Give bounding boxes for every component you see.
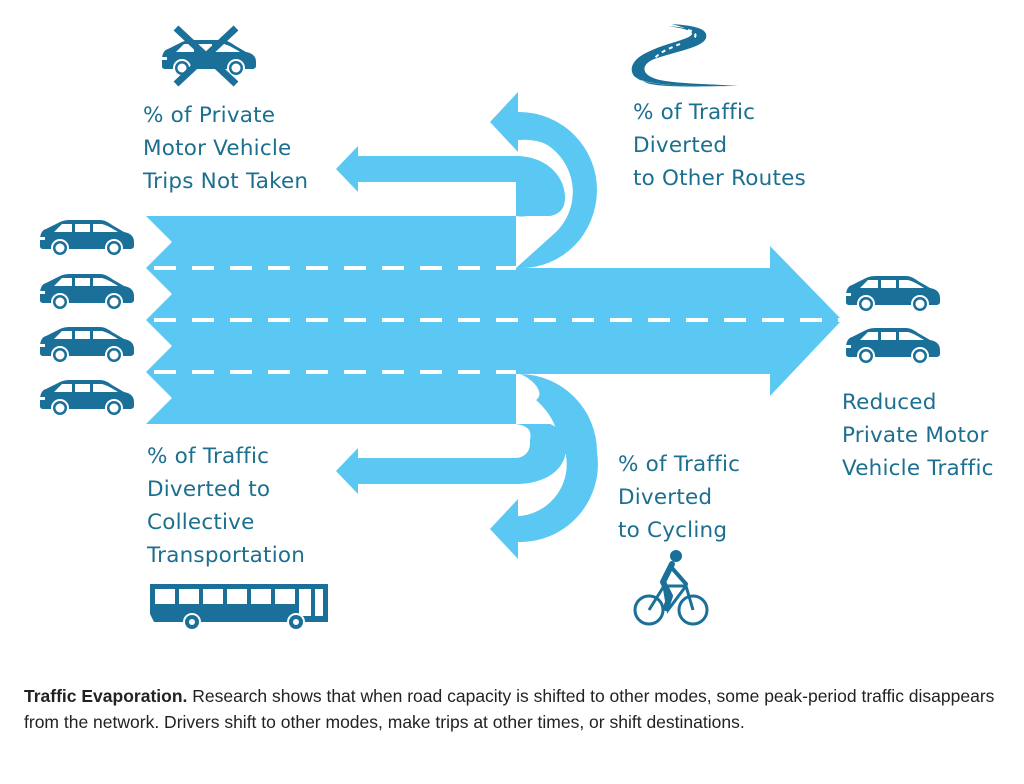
cyclist-icon	[633, 550, 709, 626]
trips-not-taken-arrow	[336, 146, 565, 217]
car-icon	[846, 276, 940, 313]
car-icon	[40, 380, 134, 417]
output-cars	[846, 276, 940, 365]
car-icon	[40, 274, 134, 311]
traffic-evaporation-diagram	[40, 24, 940, 631]
other-routes-label: % of Traffic Diverted to Other Routes	[633, 96, 806, 195]
cycling-arrow	[490, 374, 598, 559]
label-line: Trips Not Taken	[143, 169, 309, 194]
label-line: % of Traffic	[618, 452, 741, 477]
label-line: Motor Vehicle	[143, 136, 292, 161]
label-line: % of Private	[143, 103, 276, 128]
car-icon	[40, 220, 134, 257]
cycling-label: % of Traffic Diverted to Cycling	[618, 448, 740, 547]
lane-markings	[146, 266, 842, 374]
other-routes-arrow	[490, 92, 597, 269]
car-icon	[40, 327, 134, 364]
collective-transport-label: % of Traffic Diverted to Collective Tran…	[147, 440, 305, 572]
label-line: to Other Routes	[633, 166, 806, 191]
reduced-traffic-label: Reduced Private Motor Vehicle Traffic	[842, 386, 994, 485]
label-line: Diverted	[618, 485, 713, 510]
trips-not-taken-label: % of Private Motor Vehicle Trips Not Tak…	[143, 99, 308, 198]
label-line: Vehicle Traffic	[842, 456, 994, 481]
label-line: % of Traffic	[147, 444, 270, 469]
caption-body: Research shows that when road capacity i…	[24, 686, 995, 732]
label-line: to Cycling	[618, 518, 728, 543]
label-line: Reduced	[842, 390, 937, 415]
label-line: Diverted	[633, 133, 728, 158]
crossed-out-car-icon	[162, 25, 256, 87]
winding-road-icon	[631, 24, 738, 87]
label-line: Private Motor	[842, 423, 989, 448]
label-line: Diverted to	[147, 477, 271, 502]
label-line: % of Traffic	[633, 100, 756, 125]
car-icon	[846, 328, 940, 365]
bus-icon	[150, 584, 328, 631]
label-line: Collective	[147, 510, 255, 535]
collective-transport-arrow	[336, 424, 566, 494]
label-line: Transportation	[147, 543, 306, 568]
caption: Traffic Evaporation. Research shows that…	[24, 683, 1014, 735]
input-cars	[40, 220, 134, 417]
caption-title: Traffic Evaporation.	[24, 686, 188, 706]
